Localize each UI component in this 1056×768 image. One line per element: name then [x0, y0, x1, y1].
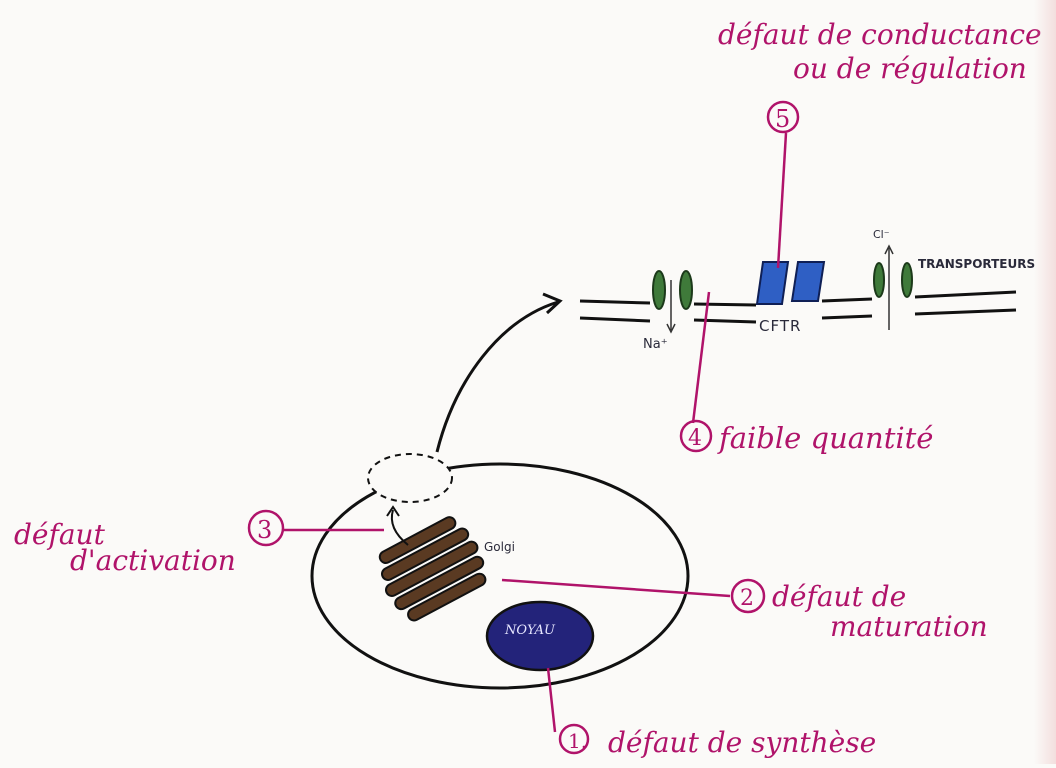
- defect-4-leader: [691, 291, 711, 424]
- defect-2-circle: [730, 578, 766, 614]
- defect-2-leader: [501, 578, 731, 598]
- cftr-label: CFTR: [759, 317, 801, 335]
- nucleus-label: NOYAU: [504, 623, 556, 638]
- golgi-to-vesicle-arrow: [390, 509, 409, 546]
- cell-membrane-outline: [310, 462, 690, 690]
- paper-edge-shadow: [1034, 0, 1056, 764]
- defect-5-leader: [776, 132, 788, 269]
- defect-1-leader: [546, 667, 557, 733]
- defect-2-line2: maturation: [830, 610, 988, 643]
- annotation-defect-4: 4 faible quantité: [679, 291, 933, 455]
- sodium-channel: Na⁺: [643, 270, 693, 352]
- defect-4-number: 4: [688, 426, 702, 451]
- defect-1-text: défaut de synthèse: [608, 726, 876, 759]
- defect-4-circle: [679, 419, 713, 453]
- annotation-defect-2: 2 défaut de maturation: [501, 578, 988, 643]
- defect-5-number: 5: [775, 105, 790, 133]
- cftr-channel: CFTR: [755, 261, 826, 335]
- cftr-subunit-left: [755, 261, 790, 305]
- annotation-defect-1: 1. défaut de synthèse: [546, 667, 876, 759]
- defect-3-line2: d'activation: [70, 544, 236, 577]
- transporter-subunit-left: [873, 262, 885, 298]
- defect-5-circle: [766, 100, 800, 134]
- sodium-channel-subunit-left: [652, 270, 666, 310]
- sodium-channel-subunit-right: [679, 270, 693, 310]
- transporters-label: TRANSPORTEURS: [918, 257, 1035, 271]
- trafficking-arrow: [435, 292, 563, 453]
- defect-1-number: 1.: [568, 729, 587, 753]
- defect-4-text: faible quantité: [717, 421, 933, 455]
- defect-1-circle: [558, 723, 590, 755]
- chloride-label: Cl⁻: [873, 228, 890, 241]
- defect-5-line1: défaut de conductance: [718, 18, 1042, 51]
- cftr-subunit-right: [790, 261, 826, 302]
- transporter-channel: Cl⁻ TRANSPORTEURS: [873, 228, 1035, 330]
- secretory-vesicle: [367, 453, 453, 503]
- defect-3-line1: défaut: [14, 518, 106, 551]
- cell: Golgi NOYAU: [310, 453, 690, 690]
- defect-3-circle: [247, 509, 285, 547]
- plasma-membrane: [579, 290, 1017, 324]
- golgi-apparatus: [378, 516, 487, 622]
- defect-3-number: 3: [257, 516, 272, 544]
- transporter-subunit-right: [901, 262, 913, 298]
- defect-2-number: 2: [740, 586, 754, 611]
- golgi-label: Golgi: [484, 540, 515, 554]
- defect-2-line1: défaut de: [772, 580, 906, 613]
- annotation-defect-5: défaut de conductance ou de régulation 5: [718, 18, 1042, 269]
- annotation-defect-3: défaut d'activation 3: [14, 509, 384, 577]
- nucleus: [485, 600, 595, 672]
- sodium-label: Na⁺: [643, 337, 668, 352]
- defect-5-line2: ou de régulation: [793, 52, 1027, 85]
